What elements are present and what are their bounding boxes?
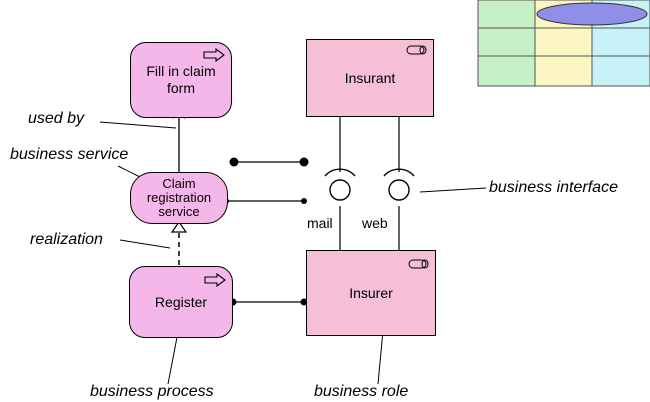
legend-ellipse [536,2,648,26]
business-interface-callout: business interface [489,179,618,196]
business-interface-leader [419,187,487,193]
role-cylinder-icon [408,259,429,269]
arrow-icon [203,48,225,62]
business-service-callout: business service [10,146,129,163]
arrow-icon [204,273,226,287]
used-by-callout: used by [28,110,85,127]
business-process-leader [167,331,179,385]
legend-grid [477,0,650,87]
insurer-role[interactable]: Insurer [306,250,436,336]
mail-interface-icon [324,168,356,201]
web-interface-icon [383,168,415,201]
register-label: Register [154,293,208,310]
insurer-label: Insurer [349,284,393,301]
claim-registration-service-label: Claim registration service [146,176,212,219]
web-interface-label: web [362,215,388,231]
insurant-label: Insurant [344,69,396,86]
register-process[interactable]: Register [129,266,233,338]
used-by-leader [99,121,177,129]
realization-triangle [170,220,188,233]
business-process-callout: business process [90,383,214,400]
fill-in-claim-form-process[interactable]: Fill in claim form [130,42,232,118]
mail-interface-label: mail [307,215,333,231]
realization-callout: realization [30,231,103,248]
insurant-role[interactable]: Insurant [306,39,434,117]
fill-in-claim-form-label: Fill in claim form [146,63,216,96]
business-role-callout: business role [314,383,409,400]
claim-registration-service[interactable]: Claim registration service [130,172,228,224]
role-cylinder-icon [406,45,427,55]
realization-leader [119,239,171,249]
